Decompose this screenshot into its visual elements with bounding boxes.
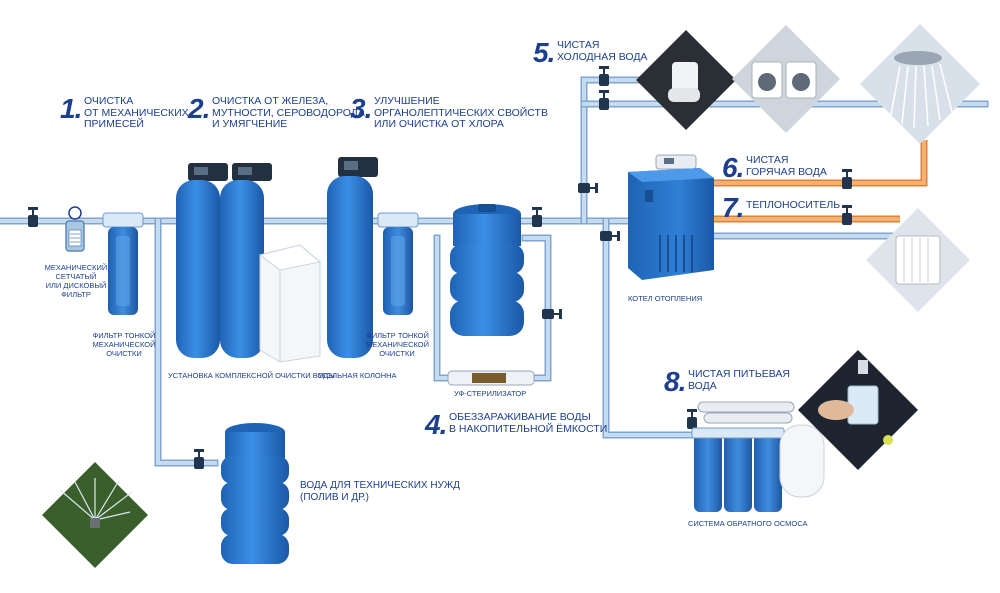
boiler [628,154,714,280]
step-5-line1: Чистая [557,39,600,51]
complex-unit-label: Установка комплексной очистки воды [168,371,335,380]
uv-label-text: УФ-стерилизатор [454,389,527,398]
step-1-line1: Очистка [84,95,134,107]
carbon-column-label-text: Угольная колонна [318,371,397,380]
fine-filter-1 [102,212,144,315]
washing-machine-icon [732,25,840,133]
step-7-line1: Теплоноситель [746,199,841,211]
step-1-line2: от механических [84,106,189,119]
step-8-line1: Чистая питьевая [688,368,790,380]
step-4-line2: в накопительной ёмкости [449,422,608,435]
mesh-filter [65,206,85,252]
complex-treatment-unit [176,163,322,363]
valve-icon [28,66,852,469]
boiler-label: Котел отопления [628,294,703,303]
uv-label: УФ-стерилизатор [454,389,527,398]
step-5-line2: холодная вода [557,50,648,63]
uv-sterilizer [447,370,535,386]
step-3-number: 3. [350,93,372,124]
pipes [0,76,989,467]
fine-filter-1-label-l3: очистки [106,349,142,358]
mech-filter-label-l2: сетчатый [55,272,97,281]
mech-filter-label: Механический сетчатый или дисковый фильт… [44,263,108,299]
step-2-line3: и умягчение [212,118,288,130]
fine-filter-2 [377,212,419,315]
complex-unit-label-text: Установка комплексной очистки воды [168,371,335,380]
step-5-number: 5. [533,37,555,68]
technical-water-tank [221,423,289,564]
ro-system-label-text: Система обратного осмоса [688,519,808,528]
fine-filter-2-label: Фильтр тонкой механической очистки [366,331,429,358]
step-1-line3: примесей [84,118,144,130]
boiler-label-text: Котел отопления [628,294,703,303]
fine-filter-2-label-l1: Фильтр тонкой [366,331,429,340]
step-1-number: 1. [60,93,82,124]
hot-pipes [712,140,928,223]
step-8-line2: вода [688,379,717,392]
step-8-number: 8. [664,366,686,397]
mech-filter-label-l1: Механический [44,263,108,272]
storage-tank [450,204,524,336]
ro-system [691,401,825,512]
sprinkler-icon [42,462,148,568]
step-2-line1: Очистка от железа, [212,95,329,107]
step-7-number: 7. [722,192,744,223]
fine-filter-2-label-l2: механической [366,340,429,349]
fine-filter-1-label-l1: Фильтр тонкой [92,331,156,340]
technical-water-l2: (полив и др.) [300,491,370,503]
step-6-line1: Чистая [746,154,789,166]
technical-water-l1: Вода для технических нужд [300,480,460,491]
pressure-gauge-icon [68,206,82,220]
step-2-line2: мутности, сероводорода [212,106,365,119]
mech-filter-label-l4: фильтр [61,290,91,299]
fine-filter-2-label-l3: очистки [379,349,415,358]
carbon-column [327,157,378,358]
carbon-column-label: Угольная колонна [318,371,397,380]
step-6-number: 6. [722,152,744,183]
step-4-number: 4. [425,409,447,440]
step-4-line1: Обеззараживание воды [449,411,591,423]
mech-filter-label-l3: или дисковый [45,281,107,290]
step-3-line3: или очистка от хлора [374,118,504,130]
ro-system-label: Система обратного осмоса [688,519,808,528]
radiator-icon [866,208,970,312]
step-3-line1: Улучшение [374,95,440,107]
step-3-line2: органолептических свойств [374,106,548,119]
step-2-number: 2. [188,93,210,124]
step-6-line2: горячая вода [746,165,827,178]
toilet-icon [636,30,736,130]
drinking-glass-icon [798,350,918,470]
shower-icon [860,24,980,144]
fine-filter-1-label-l2: механической [92,340,156,349]
fine-filter-1-label: Фильтр тонкой механической очистки [92,331,156,358]
